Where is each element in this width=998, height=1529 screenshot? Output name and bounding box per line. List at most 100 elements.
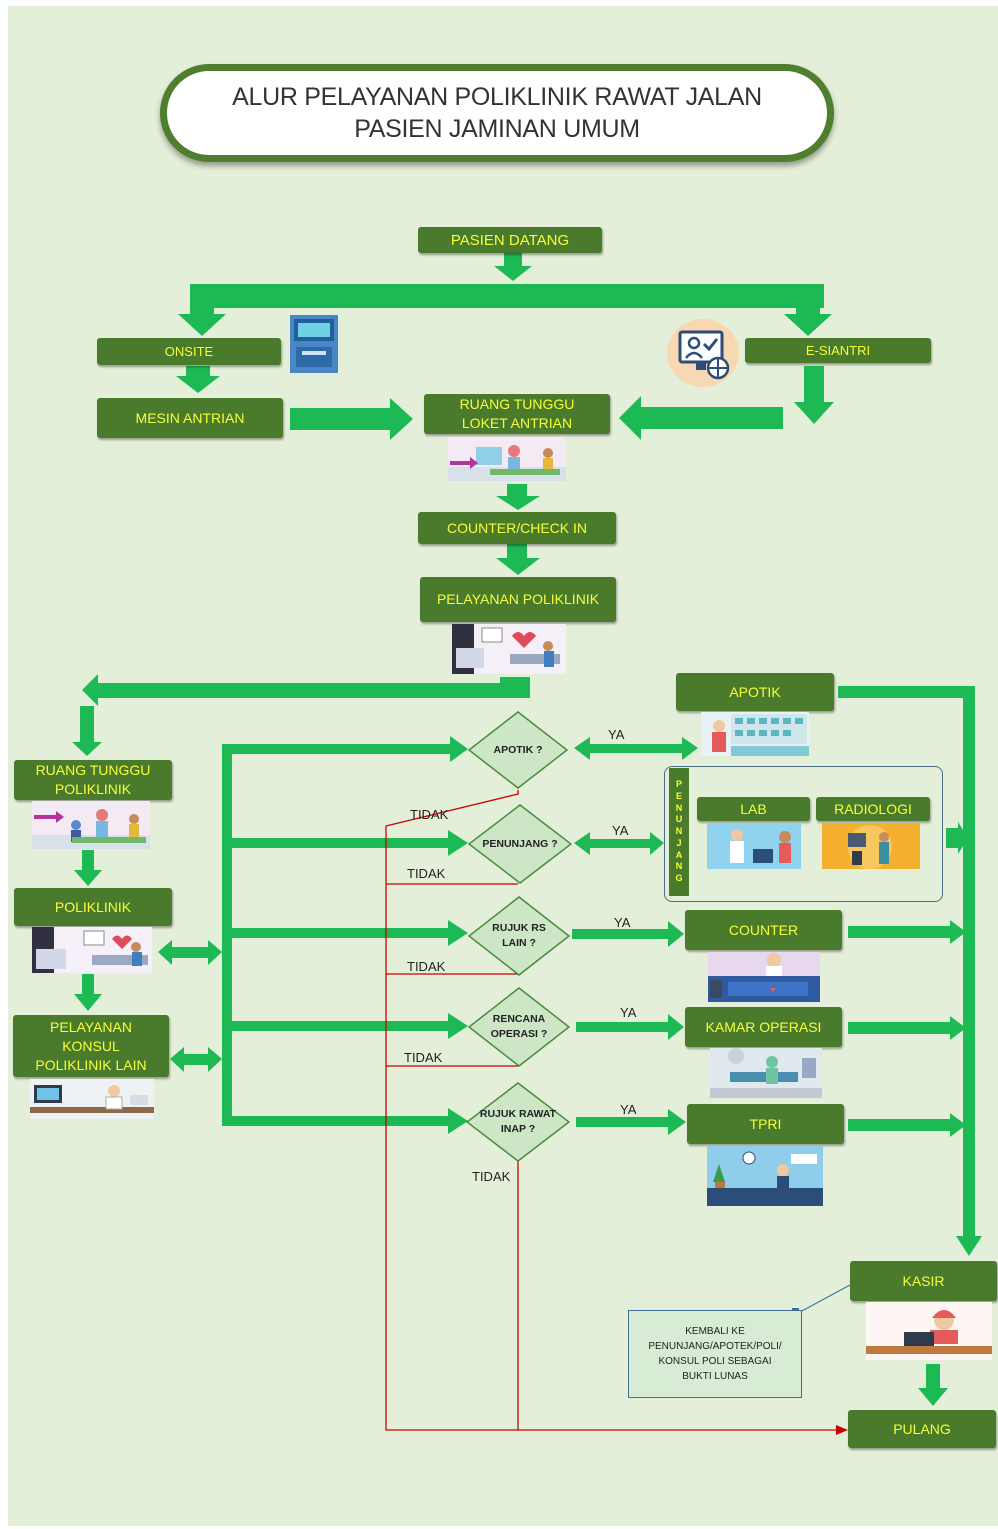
decision-penunjang: PENUNJANG ? (468, 804, 572, 884)
poliklinik-illustration (32, 927, 152, 973)
kasir-label: KASIR (902, 1272, 945, 1289)
poliklinik-box: POLIKLINIK (14, 888, 172, 926)
decision-apotik: APOTIK ? (468, 711, 568, 789)
konsul-line1: PELAYANAN (50, 1018, 132, 1035)
apotik-label: APOTIK (729, 683, 781, 700)
rujuk-rs-line2: LAIN ? (502, 937, 536, 949)
pasien-datang-label: PASIEN DATANG (450, 231, 570, 249)
ruang-tunggu-poli-line1: RUANG TUNGGU (35, 762, 151, 778)
pelayanan-poliklinik-label: PELAYANAN POLIKLINIK (436, 591, 600, 607)
onsite-box: ONSITE (97, 338, 281, 365)
ruang-tunggu-loket-line1: RUANG TUNGGU (459, 396, 575, 412)
tidak-label-rujuk-rs: TIDAK (407, 959, 446, 974)
note-line2: PENUNJANG/APOTEK/POLI/ (648, 1341, 782, 1352)
mesin-antrian-box: MESIN ANTRIAN (97, 398, 283, 438)
rujuk-rawat-line2: INAP ? (500, 1123, 536, 1135)
penunjang-vertical-label: P E N U N J A N G (669, 768, 689, 896)
queue-kiosk-icon (290, 315, 338, 373)
decision-rencana-operasi: RENCANA OPERASI ? (468, 987, 570, 1067)
pen-letter: N (675, 802, 683, 813)
tidak-label-apotik: TIDAK (410, 807, 449, 822)
konsul-line3: POLIKLINIK LAIN (35, 1056, 147, 1073)
note-line1: KEMBALI KE (685, 1326, 745, 1337)
title-line-1: ALUR PELAYANAN POLIKLINIK RAWAT JALAN (232, 83, 762, 111)
apotik-box: APOTIK (676, 673, 834, 711)
pen-letter: P (675, 778, 682, 789)
radiologi-label: RADIOLOGI (834, 800, 912, 817)
ruang-tunggu-poli-box: RUANG TUNGGU POLIKLINIK (14, 760, 172, 800)
decision-apotik-label: APOTIK ? (493, 743, 543, 756)
waiting-room-illustration (448, 437, 566, 481)
counter-box: COUNTER (685, 910, 842, 950)
tpri-label: TPRI (749, 1115, 782, 1132)
radiologi-box: RADIOLOGI (816, 797, 930, 821)
decision-rujuk-rs-label: RUJUK RS LAIN ? (492, 921, 546, 951)
decision-rujuk-rawat-label: RUJUK RAWAT INAP ? (480, 1107, 556, 1137)
pasien-datang-box: PASIEN DATANG (418, 227, 602, 253)
title-line-2: PASIEN JAMINAN UMUM (354, 115, 640, 143)
decision-rujuk-rawat-inap: RUJUK RAWAT INAP ? (466, 1082, 570, 1162)
poliklinik-label: POLIKLINIK (54, 898, 132, 915)
rujuk-rawat-line1: RUJUK RAWAT (479, 1108, 557, 1120)
pen-letter: N (675, 826, 683, 837)
pulang-label: PULANG (893, 1420, 951, 1437)
ya-label-rujuk-rs: YA (614, 915, 631, 930)
decision-rujuk-rs: RUJUK RS LAIN ? (468, 896, 570, 976)
pharmacy-illustration (701, 712, 809, 756)
counter-illustration (708, 952, 820, 1002)
diagram-title: ALUR PELAYANAN POLIKLINIK RAWAT JALAN PA… (160, 64, 834, 162)
tidak-label-penunjang: TIDAK (407, 866, 446, 881)
pen-letter: E (675, 790, 682, 801)
note-box: KEMBALI KE PENUNJANG/APOTEK/POLI/ KONSUL… (628, 1310, 802, 1398)
pen-letter: G (675, 873, 683, 884)
ya-label-rawat-inap: YA (620, 1102, 637, 1117)
lab-label: LAB (740, 800, 767, 817)
ruang-tunggu-loket-line2: LOKET ANTRIAN (461, 415, 573, 431)
pen-letter: N (675, 861, 683, 872)
rencana-line1: RENCANA (492, 1013, 546, 1025)
poli-waiting-illustration (32, 801, 150, 849)
ya-label-penunjang: YA (612, 823, 629, 838)
tidak-label-rawat-inap: TIDAK (472, 1169, 511, 1184)
pulang-box: PULANG (848, 1410, 996, 1448)
mesin-antrian-label: MESIN ANTRIAN (135, 409, 245, 426)
counter-checkin-box: COUNTER/CHECK IN (418, 512, 616, 544)
esiantri-box: E-SIANTRI (745, 338, 931, 363)
ya-label-apotik: YA (608, 727, 625, 742)
decision-rencana-label: RENCANA OPERASI ? (491, 1012, 548, 1042)
lab-illustration (707, 823, 801, 869)
note-line4: BUKTI LUNAS (682, 1371, 748, 1382)
online-registration-icon (667, 319, 739, 387)
cashier-illustration (866, 1302, 992, 1360)
pen-letter: J (676, 837, 682, 848)
ruang-tunggu-loket-box: RUANG TUNGGU LOKET ANTRIAN (424, 394, 610, 434)
lab-box: LAB (697, 797, 810, 821)
pelayanan-konsul-box: PELAYANAN KONSUL POLIKLINIK LAIN (13, 1015, 169, 1077)
penunjang-group (664, 766, 943, 902)
operating-room-illustration (710, 1048, 822, 1098)
counter-label: COUNTER (728, 921, 799, 938)
onsite-label: ONSITE (164, 344, 214, 359)
decision-penunjang-label: PENUNJANG ? (482, 837, 558, 850)
konsul-illustration (30, 1079, 154, 1119)
konsul-line2: KONSUL (62, 1037, 120, 1054)
pen-letter: U (675, 814, 683, 825)
ya-label-operasi: YA (620, 1005, 637, 1020)
note-line3: KONSUL POLI SEBAGAI (658, 1356, 772, 1367)
tpri-box: TPRI (687, 1104, 844, 1144)
pelayanan-poliklinik-box: PELAYANAN POLIKLINIK (420, 577, 616, 622)
kasir-box: KASIR (850, 1261, 997, 1301)
pen-letter: A (675, 849, 683, 860)
ruang-tunggu-poli-line2: POLIKLINIK (54, 781, 132, 797)
clinic-illustration (452, 624, 566, 674)
tpri-illustration (707, 1146, 823, 1206)
kamar-operasi-box: KAMAR OPERASI (685, 1007, 842, 1047)
rencana-line2: OPERASI ? (490, 1028, 548, 1040)
rujuk-rs-line1: RUJUK RS (492, 922, 546, 934)
radiology-illustration (822, 823, 920, 869)
kamar-operasi-label: KAMAR OPERASI (705, 1018, 822, 1035)
counter-checkin-label: COUNTER/CHECK IN (446, 519, 587, 536)
esiantri-label: E-SIANTRI (805, 343, 871, 358)
tidak-label-operasi: TIDAK (404, 1050, 443, 1065)
